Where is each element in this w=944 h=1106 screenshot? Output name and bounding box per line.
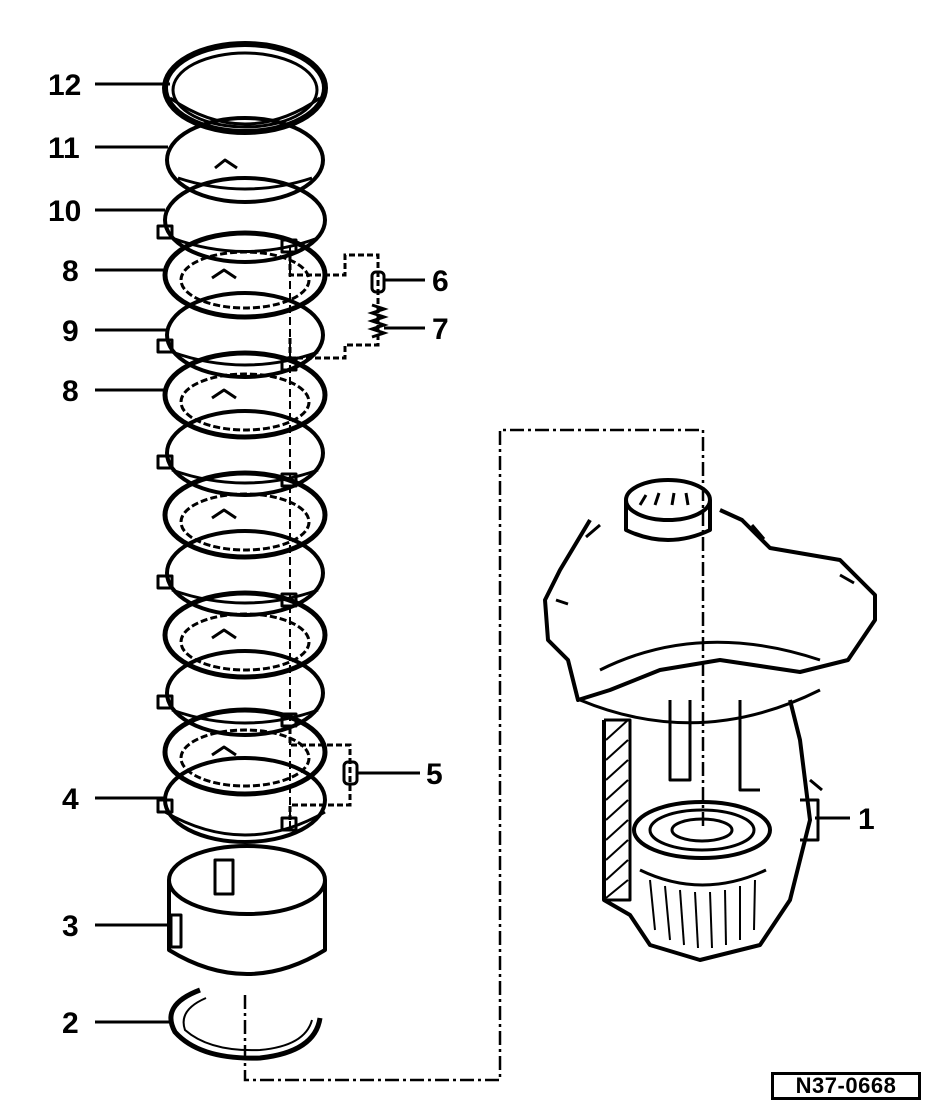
part-11-plate — [165, 116, 325, 204]
part-1-housing — [543, 478, 877, 962]
callout-labels: 12 11 10 8 9 8 4 3 2 6 7 5 1 — [48, 69, 875, 1040]
bracket-6-7 — [288, 253, 380, 360]
part-4-end-plate — [156, 756, 327, 844]
disc-friction-1 — [162, 470, 328, 560]
disc-friction-2 — [162, 590, 328, 680]
callout-9: 9 — [62, 315, 79, 348]
callout-4: 4 — [62, 783, 79, 816]
part-2-snap-ring — [168, 987, 323, 1061]
disc-stack — [156, 41, 328, 1061]
disc-friction-3 — [162, 707, 328, 797]
callout-7: 7 — [432, 313, 449, 346]
callout-1: 1 — [858, 803, 875, 836]
callout-12: 12 — [48, 69, 81, 102]
bracket-5 — [288, 728, 352, 820]
disc-8-b — [162, 350, 328, 440]
spring-6 — [370, 270, 386, 294]
leader-lines — [95, 82, 850, 1024]
callout-11: 11 — [48, 132, 80, 165]
figure-reference-code: N37-0668 — [771, 1072, 921, 1100]
callout-5: 5 — [426, 758, 443, 791]
callout-3: 3 — [62, 910, 79, 943]
callout-8-upper: 8 — [62, 255, 79, 288]
callout-6: 6 — [432, 265, 449, 298]
callout-8-lower: 8 — [62, 375, 79, 408]
part-3-sleeve — [167, 844, 327, 976]
spring-7 — [367, 303, 389, 339]
part-12-ring — [162, 41, 328, 135]
callout-10: 10 — [48, 195, 81, 228]
assembly-link-lines — [243, 428, 705, 1082]
callout-2: 2 — [62, 1007, 79, 1040]
